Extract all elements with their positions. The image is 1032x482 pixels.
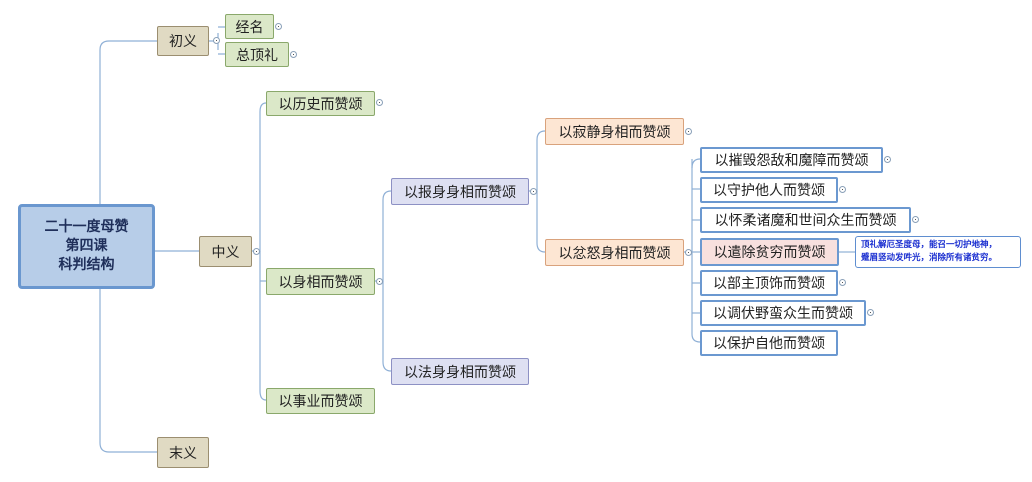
topic-qianchu[interactable]: 以遣除贫穷而赞颂	[700, 238, 839, 266]
topic-shiye[interactable]: 以事业而赞颂	[266, 388, 375, 414]
note-line-1: 顶礼解厄圣度母，能召一切护地神，	[861, 240, 998, 250]
expand-toggle-icon[interactable]	[290, 51, 297, 58]
topic-label: 以遣除贫穷而赞颂	[713, 245, 826, 261]
expand-toggle-icon[interactable]	[839, 186, 846, 193]
topic-label: 以寂静身相而赞颂	[558, 124, 671, 141]
topic-baohu[interactable]: 以保护自他而赞颂	[700, 330, 838, 356]
topic-shouhu[interactable]: 以守护他人而赞颂	[700, 177, 838, 203]
topic-label: 以法身身相而赞颂	[404, 364, 516, 381]
expand-toggle-icon[interactable]	[685, 128, 692, 135]
root-topic[interactable]: 二十一度母赞 第四课 科判结构	[18, 204, 155, 289]
expand-toggle-icon[interactable]	[376, 278, 383, 285]
expand-toggle-icon[interactable]	[213, 37, 220, 44]
topic-tiaofu[interactable]: 以调伏野蛮众生而赞颂	[700, 300, 866, 326]
topic-zongdingli[interactable]: 总顶礼	[225, 42, 289, 67]
topic-moyi[interactable]: 末义	[157, 437, 209, 468]
topic-label: 以怀柔诸魔和世间众生而赞颂	[714, 213, 897, 229]
topic-chuyi[interactable]: 初义	[157, 26, 209, 56]
topic-label: 总顶礼	[236, 47, 278, 64]
topic-label: 中义	[211, 244, 240, 261]
topic-huairou[interactable]: 以怀柔诸魔和世间众生而赞颂	[700, 207, 911, 233]
expand-toggle-icon[interactable]	[912, 216, 919, 223]
root-title-line3: 科判结构	[58, 257, 115, 273]
expand-toggle-icon[interactable]	[867, 309, 874, 316]
topic-label: 初义	[169, 34, 197, 50]
topic-shenxiang[interactable]: 以身相而赞颂	[266, 268, 375, 295]
topic-lishi[interactable]: 以历史而赞颂	[266, 91, 375, 116]
topic-baoshen[interactable]: 以报身身相而赞颂	[391, 178, 529, 205]
topic-label: 以忿怒身相而赞颂	[558, 245, 671, 262]
expand-toggle-icon[interactable]	[685, 249, 692, 256]
topic-label: 以摧毁怨敌和魔障而赞颂	[714, 153, 869, 169]
topic-note-callout[interactable]: 顶礼解厄圣度母，能召一切护地神， 蹙眉竖动发吽光，消除所有诸贫穷。	[855, 236, 1021, 268]
topic-label: 以部主顶饰而赞颂	[713, 276, 825, 292]
expand-toggle-icon[interactable]	[884, 156, 891, 163]
topic-jingming[interactable]: 经名	[225, 14, 274, 39]
topic-jijing[interactable]: 以寂静身相而赞颂	[545, 118, 684, 145]
topic-label: 以报身身相而赞颂	[404, 184, 516, 201]
topic-label: 以身相而赞颂	[278, 274, 363, 291]
topic-buzhu[interactable]: 以部主顶饰而赞颂	[700, 270, 838, 296]
topic-cuihui[interactable]: 以摧毁怨敌和魔障而赞颂	[700, 147, 883, 173]
expand-toggle-icon[interactable]	[253, 248, 260, 255]
topic-label: 末义	[169, 445, 197, 462]
topic-zhongyi[interactable]: 中义	[199, 236, 252, 267]
topic-label: 以调伏野蛮众生而赞颂	[713, 306, 853, 322]
expand-toggle-icon[interactable]	[275, 23, 282, 30]
note-line-2: 蹙眉竖动发吽光，消除所有诸贫穷。	[861, 253, 998, 263]
topic-label: 以事业而赞颂	[278, 394, 363, 410]
root-title-line2: 第四课	[65, 238, 108, 254]
expand-toggle-icon[interactable]	[839, 279, 846, 286]
topic-label: 经名	[235, 19, 264, 36]
expand-toggle-icon[interactable]	[530, 188, 537, 195]
expand-toggle-icon[interactable]	[376, 99, 383, 106]
topic-label: 以历史而赞颂	[278, 96, 363, 113]
root-title-line1: 二十一度母赞	[44, 219, 129, 235]
topic-label: 以保护自他而赞颂	[713, 336, 825, 352]
topic-fennu[interactable]: 以忿怒身相而赞颂	[545, 239, 684, 266]
topic-fashen[interactable]: 以法身身相而赞颂	[391, 358, 529, 385]
topic-label: 以守护他人而赞颂	[713, 183, 825, 199]
